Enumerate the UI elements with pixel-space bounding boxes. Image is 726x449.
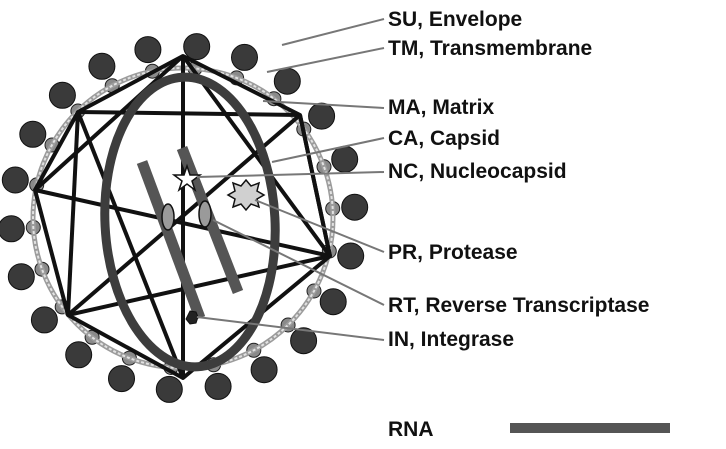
label-rt-reverse-transcriptase: RT, Reverse Transcriptase (388, 294, 649, 317)
su-envelope-knob (331, 145, 359, 173)
label-ma-matrix: MA, Matrix (388, 96, 495, 119)
integrase-icon (185, 310, 199, 325)
su-envelope-knob (88, 52, 116, 80)
su-envelope-knob (108, 365, 135, 393)
label-su-envelope: SU, Envelope (388, 8, 522, 31)
rna-legend-bar (510, 423, 670, 433)
su-envelope-knob (183, 33, 211, 61)
matrix-shell (33, 54, 332, 380)
capsid-core (100, 72, 280, 372)
protease-burst-icon (226, 178, 266, 212)
label-nc-nucleocapsid: NC, Nucleocapsid (388, 160, 567, 183)
label-rna: RNA (388, 418, 434, 441)
su-envelope-knob (319, 288, 347, 316)
label-in-integrase: IN, Integrase (388, 328, 514, 351)
su-envelope-knob (155, 375, 183, 403)
label-tm-transmembrane: TM, Transmembrane (388, 37, 592, 60)
su-envelope-knob (30, 306, 58, 334)
su-envelope-knob (1, 166, 29, 194)
rna-strand-1 (136, 160, 206, 320)
label-pr-protease: PR, Protease (388, 241, 518, 264)
nucleocapsid-star-icon (171, 163, 203, 193)
leader-lines (196, 18, 385, 341)
label-ca-capsid: CA, Capsid (388, 127, 500, 150)
su-envelope-knob (290, 327, 318, 355)
su-envelope-knob (65, 341, 93, 369)
reverse-transcriptase-blob (198, 200, 212, 228)
su-envelope-knob (273, 67, 301, 95)
su-envelope-knob (0, 215, 25, 243)
su-envelope-knob (7, 263, 35, 291)
reverse-transcriptase-blob (161, 203, 175, 231)
su-envelope-knob (341, 193, 369, 221)
su-envelope-knob (337, 242, 365, 270)
su-envelope-knob (231, 43, 258, 71)
su-envelope-knob (19, 120, 47, 148)
su-envelope-knob (250, 356, 278, 384)
su-envelope-knob (134, 36, 162, 64)
su-envelope-knob (48, 81, 76, 109)
su-envelope-knob (308, 102, 336, 130)
su-envelope-knob (204, 372, 232, 400)
